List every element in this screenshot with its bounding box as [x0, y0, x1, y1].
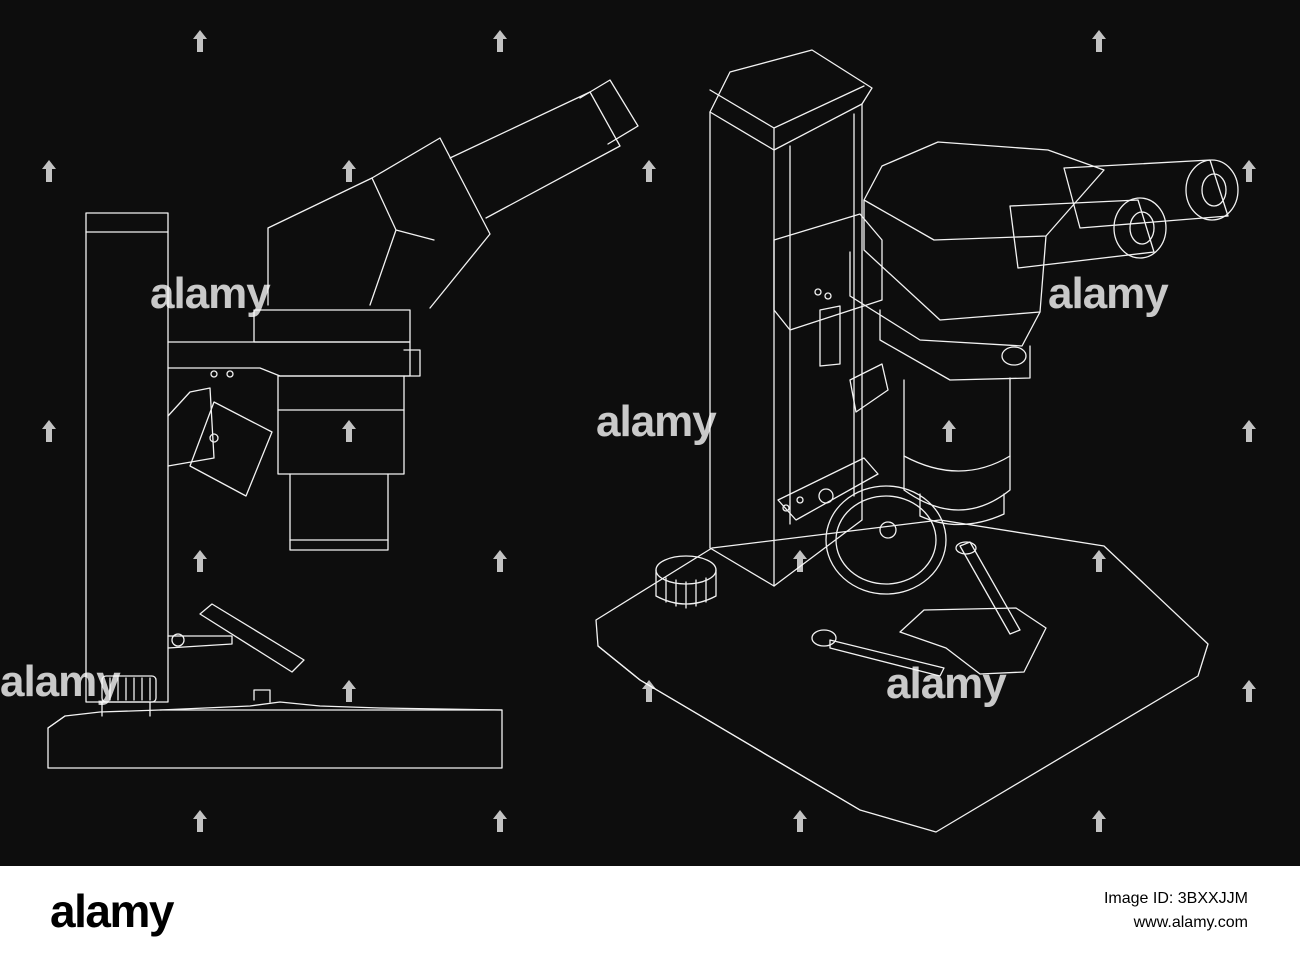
- arm-screw-1: [210, 370, 218, 378]
- iso-pillar-top: [709, 49, 873, 113]
- location-pin-icon: [342, 680, 356, 702]
- mirror-arm: [167, 635, 233, 649]
- iso-eyepiece-2-inner: [1201, 173, 1227, 207]
- iso-arm: [773, 213, 883, 331]
- objective-lens: [289, 473, 389, 551]
- iso-focus-plate: [777, 457, 879, 521]
- location-pin-icon: [493, 810, 507, 832]
- iso-bracket-plate: [819, 305, 841, 367]
- iso-base-knob-ridges: [665, 577, 707, 609]
- iso-head-top: [863, 141, 1105, 241]
- eyepiece-cap: [579, 79, 639, 145]
- bracket-screw: [209, 433, 219, 443]
- location-pin-icon: [1242, 420, 1256, 442]
- iso-pillar-rail: [789, 113, 855, 525]
- bracket: [167, 387, 215, 467]
- pillar-rear-line: [101, 701, 151, 717]
- iso-objective-lens: [919, 493, 1005, 526]
- iso-eyepiece-2: [1063, 159, 1229, 229]
- location-pin-icon: [493, 550, 507, 572]
- iso-focus-screw-2: [796, 496, 804, 504]
- head-neck: [267, 137, 491, 309]
- iso-stage-disc: [825, 485, 947, 595]
- base-plate: [47, 709, 503, 769]
- base-knob-nub: [253, 689, 271, 703]
- iso-stage-disc-inner: [835, 495, 937, 585]
- eyepiece-tube: [449, 91, 621, 219]
- microscope-side-view: [47, 79, 639, 769]
- location-pin-icon: [793, 550, 807, 572]
- arm: [167, 341, 411, 377]
- location-pin-icon: [793, 810, 807, 832]
- iso-eyepiece-1: [1009, 199, 1155, 269]
- iso-pillar-front: [709, 111, 775, 587]
- footer-logo: alamy: [50, 885, 174, 937]
- iso-slide: [899, 607, 1047, 675]
- arm-screw-2: [226, 370, 234, 378]
- iso-arm-screw-2: [824, 292, 832, 300]
- head-neck-facet: [369, 177, 435, 306]
- iso-base-knob-top: [655, 555, 717, 585]
- iso-side-knob: [1001, 346, 1027, 366]
- iso-objective-ring: [903, 455, 1011, 472]
- bracket-plate: [189, 401, 273, 497]
- site-url: www.alamy.com: [1133, 914, 1248, 931]
- watermark-text: alamy: [0, 657, 121, 706]
- mirror-pivot: [171, 633, 185, 647]
- location-pin-icon: [42, 420, 56, 442]
- location-pin-icon: [193, 810, 207, 832]
- watermark-text: alamy: [596, 397, 717, 446]
- location-pin-icon: [42, 160, 56, 182]
- iso-arm-screw-1: [814, 288, 822, 296]
- arm-end-cap: [403, 349, 421, 377]
- location-pin-icon: [193, 30, 207, 52]
- iso-pillar-side: [773, 103, 863, 587]
- pillar-front: [85, 231, 169, 703]
- location-pin-icon: [1092, 810, 1106, 832]
- location-pin-icon: [1242, 160, 1256, 182]
- watermark-text: alamy: [886, 659, 1007, 708]
- iso-clip-right-head: [955, 541, 977, 555]
- microscope-line-drawings: [47, 49, 1239, 833]
- iso-head-ring-lower: [879, 309, 1031, 381]
- iso-eyepiece-1-lens: [1113, 197, 1167, 259]
- iso-stage-center: [879, 521, 897, 539]
- location-pin-icon: [1092, 30, 1106, 52]
- watermark-text: alamy: [1048, 269, 1169, 318]
- location-pin-icon: [642, 160, 656, 182]
- iso-objective: [903, 377, 1011, 511]
- iso-focus-knob: [818, 488, 834, 504]
- location-pin-icon: [642, 680, 656, 702]
- location-pin-icon: [342, 420, 356, 442]
- iso-eyepiece-2-lens: [1185, 159, 1239, 221]
- watermark-text: alamy: [150, 269, 271, 318]
- iso-eyepiece-1-inner: [1129, 211, 1155, 245]
- location-pin-icon: [1092, 550, 1106, 572]
- microscope-isometric-view: [595, 49, 1239, 833]
- iso-base-edge: [597, 645, 861, 811]
- iso-focus-screw-1: [782, 504, 790, 512]
- base-top-edge: [47, 701, 503, 729]
- iso-head-ring: [849, 251, 1041, 347]
- iso-grate: [849, 363, 889, 413]
- location-pin-icon: [1242, 680, 1256, 702]
- pillar-cap: [85, 212, 169, 233]
- line-art-canvas: alamy alamy alamy alamy alamy: [0, 30, 1256, 833]
- image-id-label: Image ID: 3BXXJJM: [1103, 890, 1248, 907]
- iso-clip-right: [959, 541, 1021, 635]
- location-pin-icon: [342, 160, 356, 182]
- mirror-plate: [199, 603, 305, 673]
- iso-head-body: [863, 199, 1047, 321]
- location-pin-icon: [493, 30, 507, 52]
- location-pin-icon: [942, 420, 956, 442]
- stock-footer-bar: alamy Image ID: 3BXXJJM www.alamy.com: [0, 866, 1300, 956]
- iso-pillar-cap-edge: [709, 85, 865, 151]
- focus-knob: [101, 675, 157, 703]
- objective-body: [277, 375, 405, 475]
- focus-knob-ridges: [109, 677, 151, 701]
- iso-clip-left-head: [811, 629, 837, 647]
- head-upper: [253, 309, 411, 343]
- location-pin-icon: [193, 550, 207, 572]
